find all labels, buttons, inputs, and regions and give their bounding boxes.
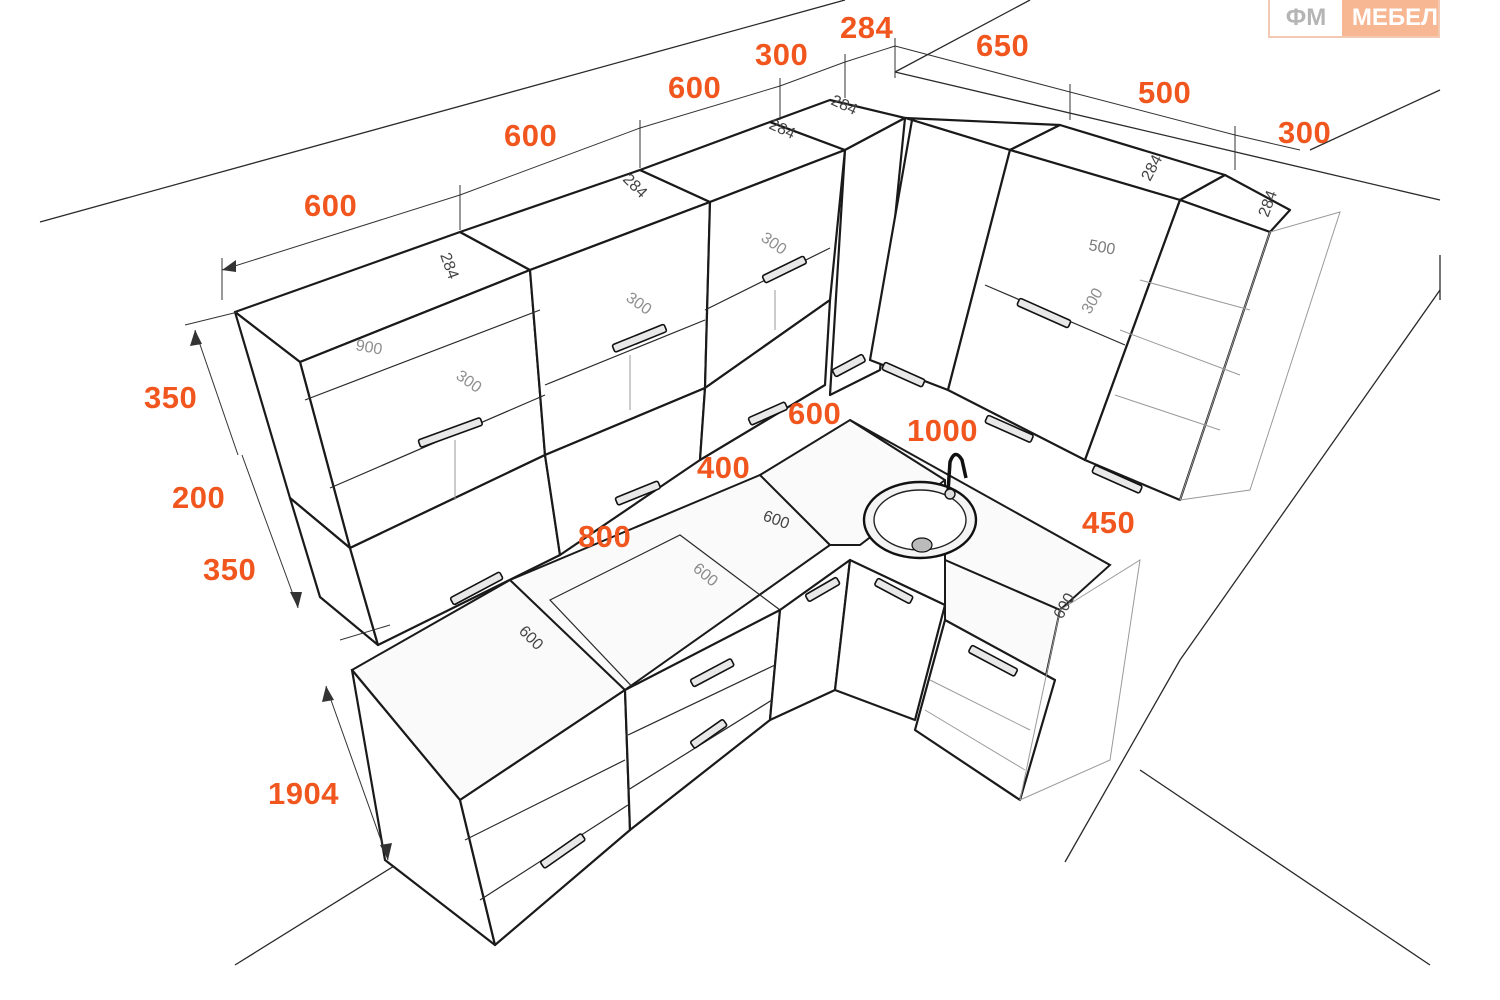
dimension-labels: 600 600 600 300 284 650 500 300 350 200 …	[144, 10, 1331, 811]
handle-right-4	[1091, 464, 1143, 494]
handle-base-5	[874, 577, 914, 604]
dim-upper-1: 600	[304, 188, 357, 223]
handle-base-6	[968, 644, 1019, 677]
dim-right-2: 500	[1138, 75, 1191, 110]
handle-upper-3	[761, 255, 807, 284]
dim-upper-3: 600	[668, 70, 721, 105]
upper-cabinets-right-wall	[868, 116, 1341, 502]
shelf-mark-6: 500	[1087, 237, 1116, 258]
dim-worktop-mid: 800	[578, 519, 631, 554]
dim-worktop-sink: 1000	[907, 413, 978, 448]
handle-right-3	[984, 414, 1034, 443]
dim-total-height: 1904	[268, 776, 339, 811]
handle-base-2	[689, 658, 735, 688]
dim-worktop-left: 400	[697, 450, 750, 485]
dim-upper-5: 284	[840, 10, 893, 45]
handle-upper-2	[611, 323, 668, 353]
logo-left-text: ФМ	[1270, 0, 1342, 36]
cabinet-handles	[417, 255, 1143, 869]
dim-upper-4: 300	[755, 37, 808, 72]
handle-upper-5	[747, 401, 788, 426]
handle-base-3	[689, 719, 728, 749]
countertops	[350, 418, 1112, 802]
base-cabinets	[350, 558, 1141, 947]
handle-upper-1	[417, 417, 483, 448]
dimension-lines	[184, 38, 1301, 861]
upper-cabinets-left-wall	[233, 98, 907, 647]
handle-upper-7	[831, 353, 866, 378]
shelf-mark-1: 900	[354, 337, 383, 358]
sink	[862, 452, 978, 560]
dim-right-3: 300	[1278, 115, 1331, 150]
handle-right-1	[881, 361, 926, 388]
handle-base-1	[539, 833, 586, 869]
handle-upper-4	[614, 480, 661, 506]
handle-right-2	[1016, 297, 1072, 329]
dim-upper-2: 600	[504, 118, 557, 153]
handle-base-4	[804, 576, 841, 602]
dim-height-3: 350	[203, 552, 256, 587]
logo-right-text: МЕБЕЛ	[1341, 0, 1438, 36]
dim-height-1: 350	[144, 380, 197, 415]
dim-height-2: 200	[172, 480, 225, 515]
dim-worktop-right: 450	[1082, 505, 1135, 540]
dim-right-1: 650	[976, 28, 1029, 63]
dim-worktop-corner: 600	[788, 396, 841, 431]
brand-logo: ФМ МЕБЕЛ	[1268, 0, 1440, 38]
handle-upper-6	[449, 571, 504, 606]
room-walls	[39, 0, 1441, 966]
